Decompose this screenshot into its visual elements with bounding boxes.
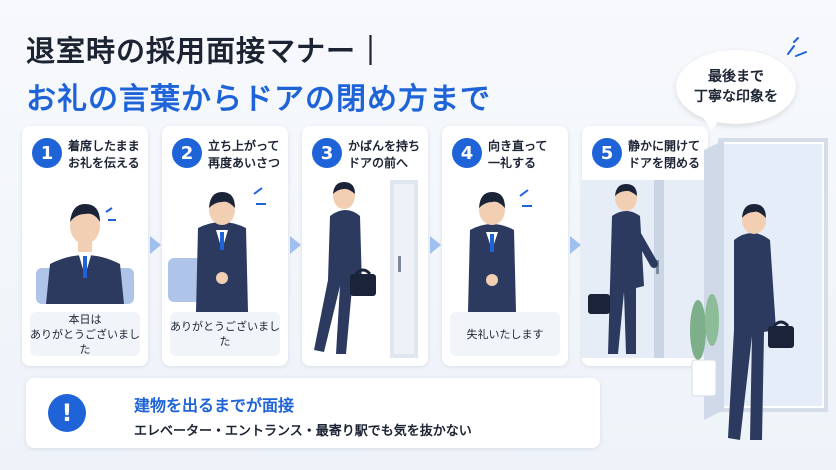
step-text-line2: ドアを閉める: [628, 156, 701, 170]
tip-box: ! 建物を出るまでが面接 エレベーター・エントランス・最寄り駅でも気を抜かない: [26, 378, 600, 448]
bubble-line1: 最後まで: [708, 69, 764, 85]
step-text: 立ち上がって 再度あいさつ: [208, 138, 280, 172]
step-number: 4: [452, 138, 482, 168]
arrow-right-icon: [430, 236, 441, 254]
speech-caption: 本日は ありがとうございました: [30, 312, 140, 356]
step-text-line1: 着席したまま: [68, 139, 140, 153]
exclamation-icon: !: [48, 394, 86, 432]
step-text: 着席したまま お礼を伝える: [68, 138, 140, 172]
step-text-line1: 向き直って: [488, 139, 548, 153]
step-text-line1: 立ち上がって: [208, 139, 280, 153]
step-card-1: 1 着席したまま お礼を伝える 本日は ありがとうございました: [22, 126, 148, 366]
step-text-line2: 一礼する: [488, 156, 537, 170]
page-title: 退室時の採用面接マナー｜: [26, 34, 387, 68]
emphasis-lines-icon: [787, 37, 807, 57]
caption-line2: ありがとうございました: [30, 327, 140, 356]
step-number: 5: [592, 138, 622, 168]
step-text-line2: お礼を伝える: [68, 156, 140, 170]
closing-door-illustration: [582, 180, 708, 358]
step-card-4: 4 向き直って 一礼する 失礼いたします: [442, 126, 568, 366]
seated-person-illustration: [36, 204, 134, 304]
speech-bubble: 最後まで 丁寧な印象を: [676, 50, 796, 124]
exiting-person-scene: [690, 138, 828, 440]
step-number: 1: [32, 138, 62, 168]
step-card-3: 3 かばんを持ち ドアの前へ: [302, 126, 428, 366]
arrow-right-icon: [290, 236, 301, 254]
caption-line1: 失礼いたします: [466, 327, 544, 341]
step-text: 向き直って 一礼する: [488, 138, 547, 172]
step-card-2: 2 立ち上がって 再度あいさつ ありがとうございました: [162, 126, 288, 366]
speech-caption: 失礼いたします: [450, 312, 560, 356]
speech-bubble-tail: [702, 116, 722, 130]
step-number: 3: [312, 138, 342, 168]
page-subtitle: お礼の言葉からドアの閉め方まで: [26, 82, 491, 117]
step-text-line1: かばんを持ち: [348, 139, 421, 153]
caption-line1: ありがとうございました: [170, 320, 280, 348]
arrow-right-icon: [150, 236, 161, 254]
tip-subtitle: エレベーター・エントランス・最寄り駅でも気を抜かない: [134, 424, 472, 439]
step-text-line1: 静かに開けて: [628, 139, 701, 153]
step-number: 2: [172, 138, 202, 168]
step-text-line2: ドアの前へ: [348, 156, 409, 170]
bubble-line2: 丁寧な印象を: [694, 89, 778, 105]
step-text: かばんを持ち ドアの前へ: [348, 138, 420, 172]
bowing-person-illustration: [468, 189, 532, 312]
step-text: 静かに開けて ドアを閉める: [628, 138, 700, 172]
tip-title: 建物を出るまでが面接: [134, 396, 295, 415]
step-text-line2: 再度あいさつ: [208, 156, 281, 170]
arrow-right-icon: [570, 236, 581, 254]
caption-line1: 本日は: [68, 312, 102, 326]
step-card-5: 5 静かに開けて ドアを閉める: [582, 126, 708, 366]
speech-caption: ありがとうございました: [170, 312, 280, 356]
bowing-person-illustration: [168, 187, 266, 312]
walking-person-illustration: [314, 180, 418, 358]
